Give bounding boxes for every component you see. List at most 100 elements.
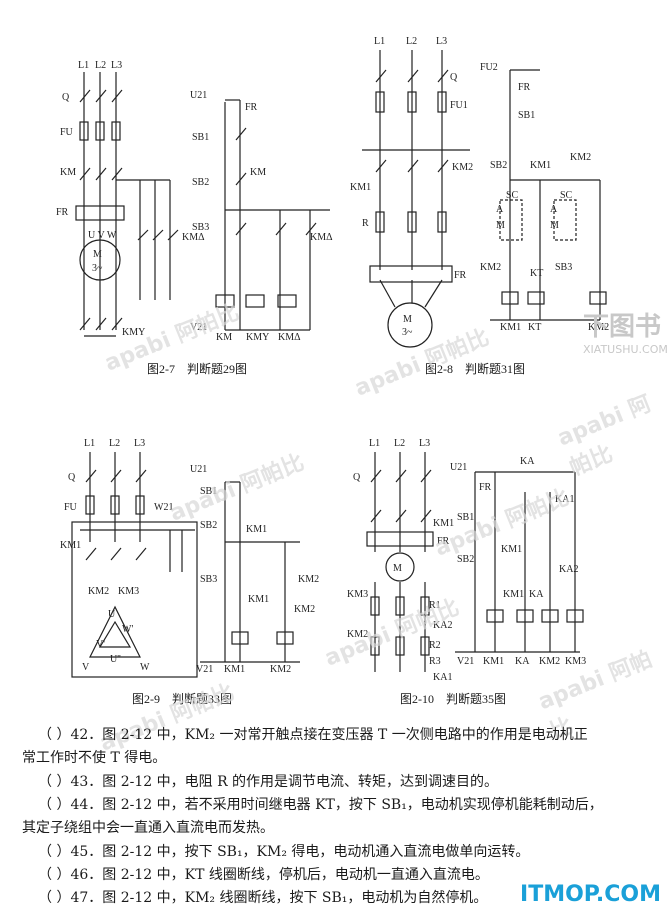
svg-text:KM: KM <box>216 332 232 343</box>
svg-text:KM1: KM1 <box>483 656 504 667</box>
svg-text:Q: Q <box>68 472 76 483</box>
svg-text:KA: KA <box>529 589 544 600</box>
svg-text:KM: KM <box>60 167 76 178</box>
svg-text:KM1: KM1 <box>246 524 267 535</box>
svg-text:L1: L1 <box>374 36 385 47</box>
svg-text:SB1: SB1 <box>192 132 209 143</box>
svg-text:FR: FR <box>56 207 69 218</box>
svg-text:KM1: KM1 <box>248 594 269 605</box>
svg-text:KA1: KA1 <box>433 672 452 683</box>
svg-text:SB2: SB2 <box>457 554 474 565</box>
svg-text:W': W' <box>122 624 133 635</box>
svg-text:M: M <box>496 220 505 231</box>
svg-text:M: M <box>393 563 402 574</box>
svg-text:L2: L2 <box>95 60 106 71</box>
svg-text:SB2: SB2 <box>192 177 209 188</box>
itmop-watermark: ITMOP.COM <box>520 882 661 907</box>
svg-text:KM2: KM2 <box>588 322 609 333</box>
question-42-line2: 常工作时不使 T 得电。 <box>22 750 167 766</box>
caption-fig-2-8: 图2-8 判断题31图 <box>425 362 525 376</box>
svg-text:KM1: KM1 <box>224 664 245 675</box>
svg-text:W21: W21 <box>154 502 173 513</box>
question-42-line1: （ ）42．图 2-12 中，KM₂ 一对常开触点接在变压器 T 一次侧电路中的… <box>38 727 588 743</box>
svg-text:SB1: SB1 <box>457 512 474 523</box>
svg-text:3~: 3~ <box>402 327 413 338</box>
svg-text:KM1: KM1 <box>503 589 524 600</box>
svg-text:SB1: SB1 <box>518 110 535 121</box>
svg-text:KM1: KM1 <box>500 322 521 333</box>
svg-text:W: W <box>140 662 150 673</box>
svg-text:Q: Q <box>450 72 458 83</box>
svg-text:L3: L3 <box>436 36 447 47</box>
svg-text:KM3: KM3 <box>118 586 139 597</box>
svg-text:SB2: SB2 <box>490 160 507 171</box>
svg-text:FU: FU <box>64 502 78 513</box>
svg-text:V21: V21 <box>190 322 207 333</box>
question-46: （ ）46．图 2-12 中，KT 线圈断线，停机后，电动机一直通入直流电。 <box>38 867 489 883</box>
question-44-line2: 其定子绕组中会一直通入直流电而发热。 <box>22 820 274 836</box>
svg-text:KMΔ: KMΔ <box>310 232 333 243</box>
svg-text:FR: FR <box>245 102 258 113</box>
svg-text:SB3: SB3 <box>555 262 572 273</box>
svg-text:L1: L1 <box>78 60 89 71</box>
question-43: （ ）43．图 2-12 中，电阻 R 的作用是调节电流、转矩，达到调速目的。 <box>38 774 499 790</box>
caption-fig-2-10: 图2-10 判断题35图 <box>400 692 506 706</box>
svg-text:KM2: KM2 <box>480 262 501 273</box>
apabi-watermark-3: apabi 阿帕比 <box>554 391 655 482</box>
svg-text:U21: U21 <box>190 90 207 101</box>
svg-text:FU1: FU1 <box>450 100 468 111</box>
svg-text:L1: L1 <box>84 438 95 449</box>
svg-text:M: M <box>403 314 412 325</box>
svg-text:KM1: KM1 <box>501 544 522 555</box>
svg-text:KM3: KM3 <box>347 589 368 600</box>
question-44-line1: （ ）44．图 2-12 中，若不采用时间继电器 KT，按下 SB₁，电动机实现… <box>38 797 603 813</box>
svg-text:L1: L1 <box>369 438 380 449</box>
svg-text:KM1: KM1 <box>433 518 454 529</box>
svg-text:KM2: KM2 <box>88 586 109 597</box>
svg-text:KM2: KM2 <box>539 656 560 667</box>
svg-text:Q: Q <box>353 472 361 483</box>
xiatushu-logo-url: XIATUSHU.COM <box>583 343 668 356</box>
svg-text:U21: U21 <box>190 464 207 475</box>
svg-text:A: A <box>496 204 504 215</box>
svg-text:KA: KA <box>515 656 530 667</box>
svg-text:KA: KA <box>520 456 535 467</box>
svg-text:V21: V21 <box>196 664 213 675</box>
svg-text:KT: KT <box>530 268 543 279</box>
svg-text:SC: SC <box>506 190 519 201</box>
svg-text:L2: L2 <box>109 438 120 449</box>
svg-text:V': V' <box>96 639 105 650</box>
svg-text:R1: R1 <box>429 600 441 611</box>
caption-fig-2-7: 图2-7 判断题29图 <box>147 362 247 376</box>
svg-text:KA2: KA2 <box>433 620 452 631</box>
svg-text:SB1: SB1 <box>200 486 217 497</box>
svg-text:KMΔ: KMΔ <box>182 232 205 243</box>
svg-text:U'': U'' <box>110 654 121 665</box>
svg-text:SB2: SB2 <box>200 520 217 531</box>
svg-text:KM2: KM2 <box>294 604 315 615</box>
svg-text:U21: U21 <box>450 462 467 473</box>
svg-text:FR: FR <box>518 82 531 93</box>
svg-text:M: M <box>550 220 559 231</box>
xiatushu-logo-chinese: 下图书 <box>583 312 662 342</box>
svg-text:KM2: KM2 <box>298 574 319 585</box>
svg-text:KM2: KM2 <box>452 162 473 173</box>
svg-text:KMY: KMY <box>246 332 269 343</box>
svg-text:Q: Q <box>62 92 70 103</box>
svg-text:SB3: SB3 <box>200 574 217 585</box>
svg-text:KMY: KMY <box>122 327 145 338</box>
svg-text:FU2: FU2 <box>480 62 498 73</box>
svg-text:L3: L3 <box>134 438 145 449</box>
svg-text:L3: L3 <box>111 60 122 71</box>
svg-text:KM1: KM1 <box>530 160 551 171</box>
svg-text:3~: 3~ <box>92 263 103 274</box>
svg-text:KA1: KA1 <box>555 494 574 505</box>
svg-text:FU: FU <box>60 127 74 138</box>
svg-text:L2: L2 <box>394 438 405 449</box>
svg-text:V21: V21 <box>457 656 474 667</box>
svg-text:SB3: SB3 <box>192 222 209 233</box>
svg-text:KM: KM <box>250 167 266 178</box>
